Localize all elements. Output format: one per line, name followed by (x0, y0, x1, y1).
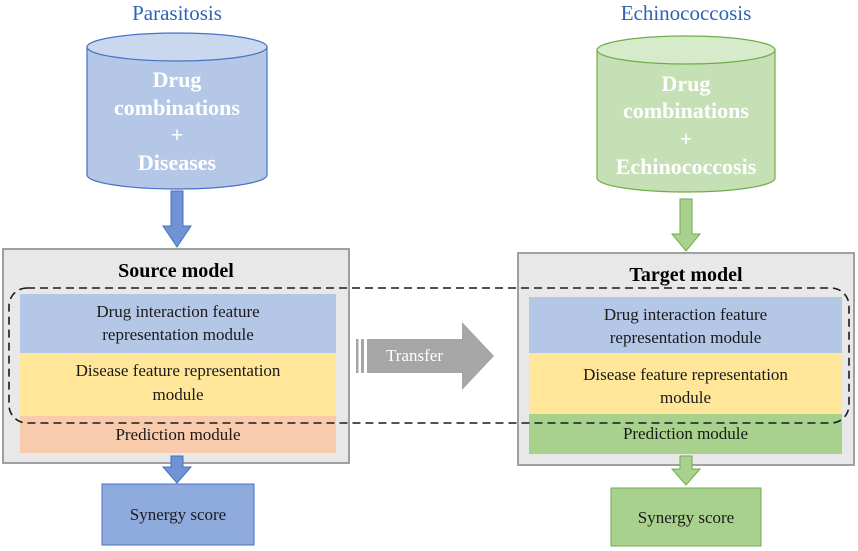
left-output-box (101, 483, 255, 546)
left-disease-module-line1: Disease feature representation (75, 361, 281, 380)
target-model-title: Target model (629, 264, 743, 286)
right-disease-module-line2: module (660, 388, 711, 407)
left-db-line1: Drug (152, 67, 202, 92)
right-title: Echinococcosis (620, 1, 752, 25)
left-database-cylinder (86, 32, 268, 190)
left-db-line4: Diseases (137, 150, 217, 175)
left-output-label: Synergy score (129, 505, 227, 524)
left-db-line2: combinations (114, 95, 240, 120)
left-disease-module-line2: module (152, 385, 204, 404)
transfer-region-dashed (8, 287, 850, 424)
right-db-line4: Echinococcosis (615, 154, 757, 179)
right-database-cylinder (596, 35, 776, 193)
right-disease-module (529, 353, 842, 414)
left-db-line3: + (170, 122, 184, 147)
right-db-line3: + (679, 126, 693, 151)
right-output-arrow (670, 455, 702, 486)
right-db-line2: combinations (623, 98, 749, 123)
right-drug-module-line2: representation module (609, 328, 762, 347)
transfer-arrow (356, 322, 494, 390)
left-drug-module-line1: Drug interaction feature (96, 302, 260, 321)
left-output-arrow (161, 455, 193, 484)
transfer-label: Transfer (386, 346, 443, 365)
source-model-title: Source model (118, 260, 234, 282)
left-prediction-module (20, 416, 336, 453)
left-disease-module (20, 353, 336, 416)
right-drug-module (529, 297, 842, 353)
right-db-line1: Drug (661, 71, 711, 96)
left-drug-module (20, 294, 336, 353)
right-db-arrow (670, 198, 702, 252)
right-output-box (610, 487, 762, 547)
left-title: Parasitosis (132, 1, 222, 25)
right-output-label: Synergy score (637, 508, 735, 527)
right-prediction-module (529, 414, 842, 454)
right-disease-module-line1: Disease feature representation (583, 365, 788, 384)
left-drug-module-line2: representation module (102, 325, 254, 344)
left-prediction-module-label: Prediction module (115, 425, 241, 444)
right-prediction-module-label: Prediction module (622, 424, 749, 443)
right-drug-module-line1: Drug interaction feature (603, 305, 768, 324)
left-db-arrow (162, 190, 192, 248)
